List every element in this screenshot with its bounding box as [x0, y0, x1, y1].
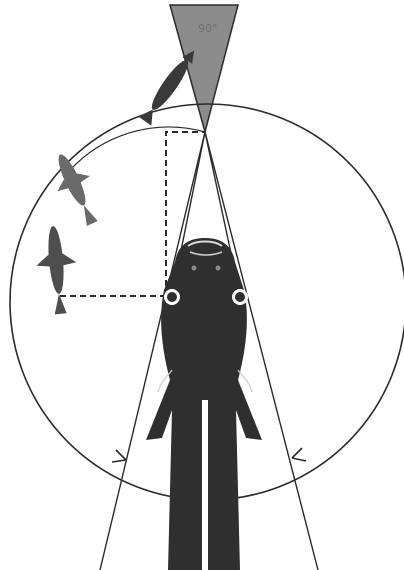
- prey-fish-top: [138, 46, 200, 126]
- right-lower-arc-arrow: [292, 448, 306, 461]
- prey-fish-left-lower: [33, 224, 81, 315]
- field-angle-label: 90°: [198, 22, 218, 35]
- left-lower-arc-arrow: [112, 450, 126, 462]
- left-rotation-arc: [70, 127, 205, 170]
- prey-fish-left-upper: [44, 147, 109, 231]
- belly-stripe: [202, 400, 208, 570]
